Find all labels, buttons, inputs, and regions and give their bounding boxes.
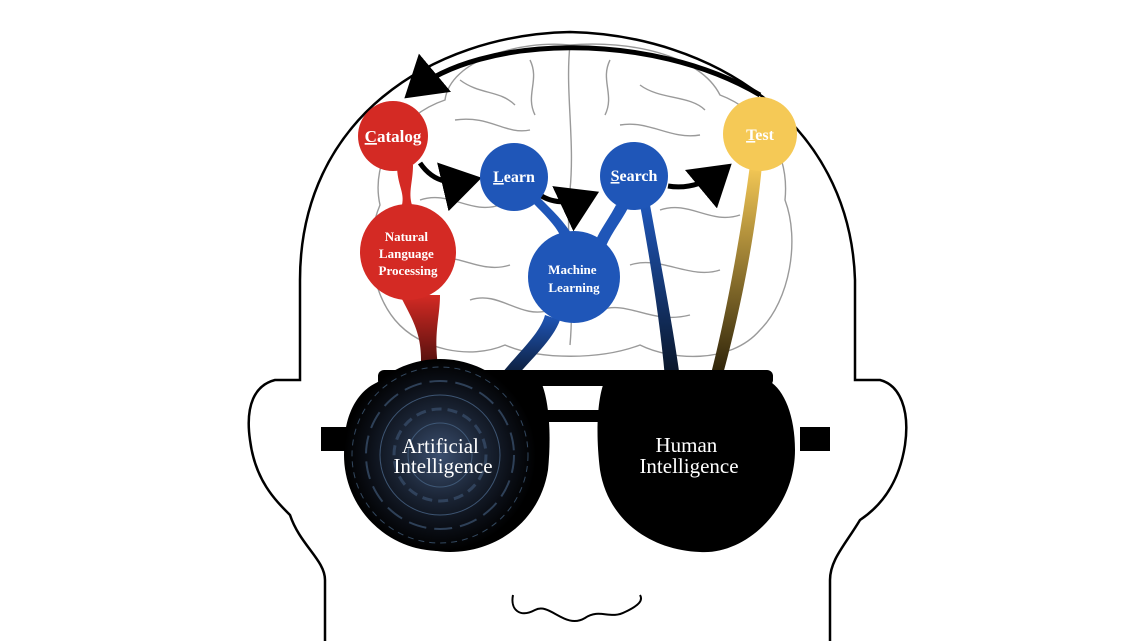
arrow-search-to-test — [667, 163, 732, 209]
node-learn — [480, 143, 548, 211]
mouth — [511, 594, 643, 622]
glasses-right-temple — [800, 427, 830, 451]
stem-search-human — [640, 205, 680, 378]
node-nlp — [360, 204, 456, 300]
node-nlp-label: Natural Language Processing — [379, 229, 438, 278]
arrow-catalog-to-learn — [417, 161, 482, 212]
glasses-bridge — [540, 410, 610, 422]
node-search-label: Search — [611, 168, 658, 185]
stem-search-ml — [596, 205, 628, 246]
ai-lens-label: Artificial Intelligence — [393, 434, 492, 478]
node-learn-label: Learn — [493, 169, 535, 186]
stem-nlp-ai — [400, 295, 440, 378]
stem-learn-ml — [530, 198, 574, 238]
human-lens-shape — [597, 378, 795, 553]
stem-catalog-nlp — [397, 165, 413, 205]
ai-lens-rings — [351, 366, 529, 544]
node-ml — [528, 231, 620, 323]
node-search — [600, 142, 668, 210]
stem-ml-ai — [495, 315, 560, 384]
human-lens-label: Human Intelligence — [639, 433, 738, 478]
stem-test-human — [710, 165, 762, 378]
node-test-label: Test — [746, 127, 775, 144]
sunglasses — [321, 359, 830, 553]
node-ml-label: Machine Learning — [548, 262, 600, 295]
ai-lens-glow — [344, 359, 536, 551]
node-test — [723, 97, 797, 171]
head-outline — [247, 30, 908, 641]
node-catalog-label: Catalog — [365, 127, 422, 146]
feedback-arrow — [404, 45, 762, 99]
arrow-learn-to-search — [538, 186, 600, 232]
node-catalog — [358, 101, 428, 171]
